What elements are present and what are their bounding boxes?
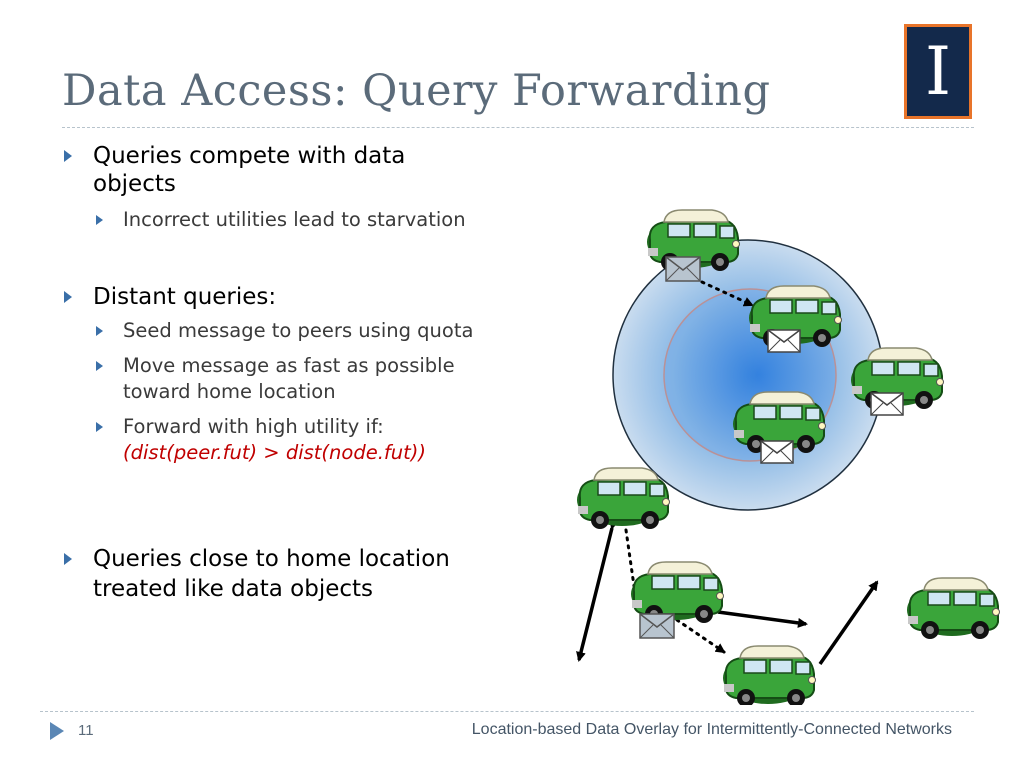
footer-arrow-icon	[50, 722, 64, 740]
bullet-3-line-2: treated like data objects	[93, 576, 374, 602]
car-icon	[576, 467, 671, 530]
forwarding-condition: (dist(peer.fut) > dist(node.fut))	[123, 441, 426, 464]
bullet-arrow-icon	[64, 553, 72, 565]
university-logo: I	[904, 24, 972, 119]
envelope-icon	[665, 256, 701, 282]
envelope-icon	[767, 329, 801, 353]
bullet-1-line-2: objects	[93, 171, 176, 197]
bullet-1-line-1: Queries compete with data	[93, 143, 406, 169]
bullet-arrow-icon	[96, 422, 103, 432]
envelope-icon	[760, 440, 794, 464]
bullet-2-sub-3-line-1: Forward with high utility if:	[123, 415, 384, 438]
title-divider	[62, 127, 974, 128]
bullet-2-sub-2-line-1: Move message as fast as possible	[123, 354, 455, 377]
bullet-arrow-icon	[64, 150, 72, 162]
bullet-arrow-icon	[96, 215, 103, 225]
envelope-icon	[870, 392, 904, 416]
query-forwarding-diagram	[576, 209, 1001, 705]
car-icon	[722, 645, 817, 705]
page-number: 11	[78, 722, 94, 739]
bullet-arrow-icon	[96, 326, 103, 336]
bullet-arrow-icon	[64, 291, 72, 303]
bullet-2-sub-1: Seed message to peers using quota	[123, 319, 474, 342]
bullet-2-sub-2-line-2: toward home location	[123, 380, 336, 403]
slide-title: Data Access: Query Forwarding	[62, 66, 771, 116]
bullet-2-line-1: Distant queries:	[93, 284, 277, 310]
car-icon	[906, 577, 1001, 640]
footer-text: Location-based Data Overlay for Intermit…	[471, 721, 952, 738]
envelope-icon	[639, 613, 675, 639]
logo-glyph: I	[924, 32, 952, 110]
bullet-3-line-1: Queries close to home location	[93, 546, 450, 572]
bullet-arrow-icon	[96, 361, 103, 371]
bullet-1-sub-1: Incorrect utilities lead to starvation	[123, 208, 466, 231]
footer-divider	[40, 711, 974, 712]
